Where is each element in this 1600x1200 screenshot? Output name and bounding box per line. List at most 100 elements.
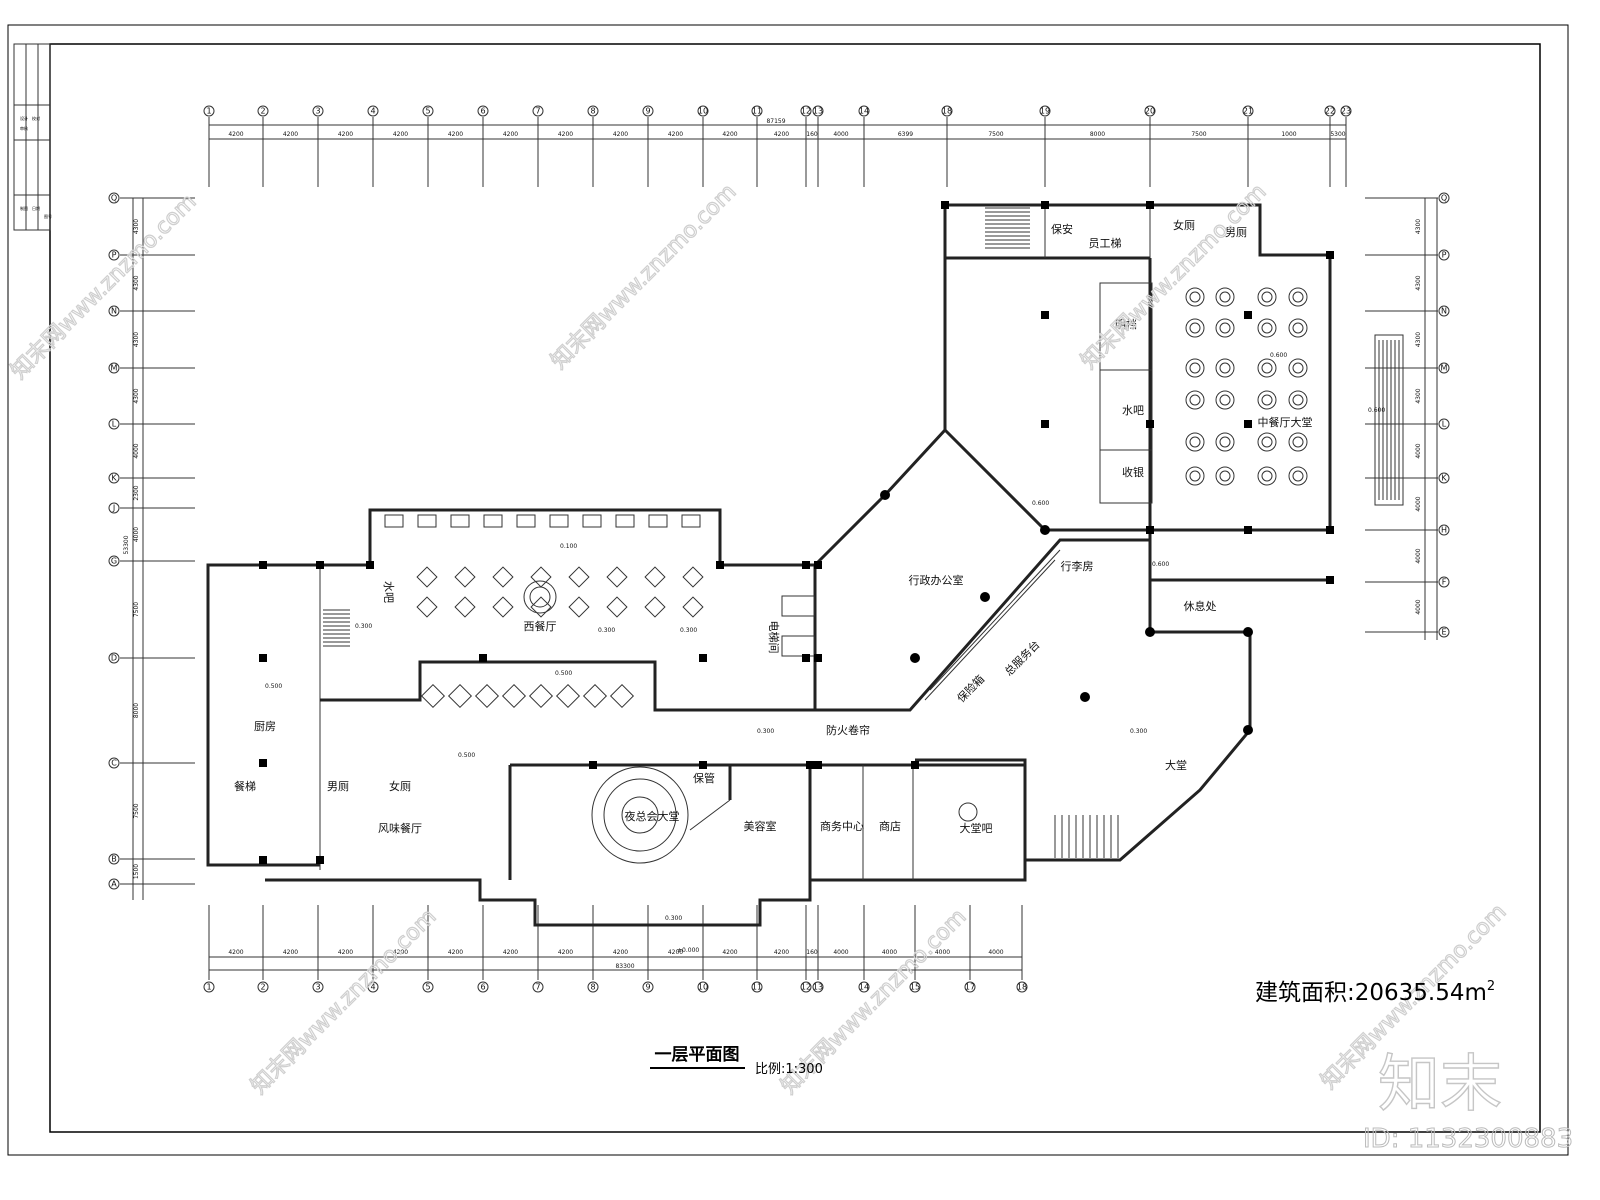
axis-label: 2 xyxy=(260,107,265,116)
round-table xyxy=(1257,466,1277,486)
column xyxy=(259,759,267,767)
elevation-label: 0.600 xyxy=(1270,352,1287,359)
room-label: 明档 xyxy=(1115,317,1137,331)
room-label: 行李房 xyxy=(1061,559,1094,573)
axis-label: 7 xyxy=(535,107,540,116)
round-table xyxy=(1257,390,1277,410)
round-table-top xyxy=(1189,322,1201,334)
axis-bubble xyxy=(312,981,324,993)
dimension-label: 4200 xyxy=(448,949,463,956)
dimension-label: 160 xyxy=(806,949,818,956)
dimension-label: 8000 xyxy=(1090,131,1105,138)
round-table-top xyxy=(1261,322,1273,334)
column xyxy=(1326,526,1334,534)
axis-label: L xyxy=(112,420,117,429)
column xyxy=(802,561,810,569)
round-table xyxy=(1185,432,1205,452)
column xyxy=(699,761,707,769)
room-label: 收银 xyxy=(1122,465,1144,479)
round-column xyxy=(880,490,890,500)
dimension-label: 4000 xyxy=(1415,443,1422,458)
drawing-title: 一层平面图 xyxy=(655,1045,740,1065)
round-table xyxy=(1185,318,1205,338)
column xyxy=(316,856,324,864)
round-column xyxy=(1080,692,1090,702)
axis-bubble xyxy=(751,105,763,117)
round-table-top xyxy=(1219,470,1231,482)
column xyxy=(1041,201,1049,209)
axis-bubble xyxy=(1039,105,1051,117)
axis-label: N xyxy=(1441,307,1447,316)
round-table-top xyxy=(1189,291,1201,303)
round-table-top xyxy=(1189,362,1201,374)
dimension-label: 4200 xyxy=(722,131,737,138)
axis-bubble xyxy=(587,105,599,117)
dimension-label: 4300 xyxy=(1415,219,1422,234)
axis-label: A xyxy=(111,880,117,889)
column xyxy=(589,761,597,769)
axis-bubble xyxy=(1438,192,1450,204)
dimension-label: 4300 xyxy=(133,332,140,347)
axis-label: 5 xyxy=(425,107,430,116)
round-table-top xyxy=(1189,394,1201,406)
round-table-top xyxy=(1189,470,1201,482)
column xyxy=(814,761,822,769)
room-label: 风味餐厅 xyxy=(378,821,422,835)
axis-label: 7 xyxy=(535,983,540,992)
axis-bubble xyxy=(108,472,120,484)
room-label: 员工梯 xyxy=(1089,237,1122,250)
dimension-label: 2300 xyxy=(133,485,140,500)
axis-bubble xyxy=(477,105,489,117)
area-unit-superscript: 2 xyxy=(1487,979,1495,994)
axis-label: 18 xyxy=(1017,983,1027,992)
outer-frame xyxy=(7,24,1569,1156)
elevation-label: ±0.000 xyxy=(677,947,699,954)
column xyxy=(366,561,374,569)
round-table-top xyxy=(1219,291,1231,303)
column xyxy=(316,561,324,569)
title-block-cell: 日期 xyxy=(32,205,40,211)
title-block-cell: 图号 xyxy=(44,213,52,219)
axis-bubble xyxy=(1438,524,1450,536)
round-table-top xyxy=(1261,362,1273,374)
axis-label: 17 xyxy=(965,983,975,992)
room-label: 休息处 xyxy=(1184,599,1217,613)
elevation-label: 0.300 xyxy=(1130,728,1147,735)
round-table xyxy=(1185,358,1205,378)
axis-bubble xyxy=(108,853,120,865)
dimension-label: 7500 xyxy=(133,803,140,818)
axis-bubble xyxy=(108,192,120,204)
axis-label: 5 xyxy=(425,983,430,992)
axis-label: 1 xyxy=(206,983,211,992)
axis-label: 12 xyxy=(801,107,811,116)
dimension-label: 4000 xyxy=(988,949,1003,956)
round-table xyxy=(1288,287,1308,307)
column xyxy=(716,561,724,569)
axis-label: N xyxy=(111,307,117,316)
column xyxy=(802,654,810,662)
axis-label: 9 xyxy=(645,107,650,116)
column xyxy=(1146,420,1154,428)
axis-label: 8 xyxy=(590,107,595,116)
round-column xyxy=(1243,627,1253,637)
dimension-label: 4000 xyxy=(833,949,848,956)
column xyxy=(259,856,267,864)
dining-table xyxy=(420,683,446,709)
watermark-logo: 知末 xyxy=(1378,1047,1502,1120)
dining-table xyxy=(549,514,569,528)
dimension-label: 4200 xyxy=(448,131,463,138)
axis-bubble xyxy=(1324,105,1336,117)
dining-table xyxy=(450,514,470,528)
axis-label: 14 xyxy=(859,107,869,116)
axis-bubble xyxy=(108,502,120,514)
room-label: 保险箱 xyxy=(954,672,987,705)
axis-bubble xyxy=(858,105,870,117)
round-table xyxy=(1185,466,1205,486)
dimension-label: 4200 xyxy=(338,949,353,956)
round-table xyxy=(1288,432,1308,452)
round-column xyxy=(980,592,990,602)
axis-bubble xyxy=(697,981,709,993)
axis-label: 10 xyxy=(698,107,708,116)
room-label: 大堂吧 xyxy=(960,821,993,835)
